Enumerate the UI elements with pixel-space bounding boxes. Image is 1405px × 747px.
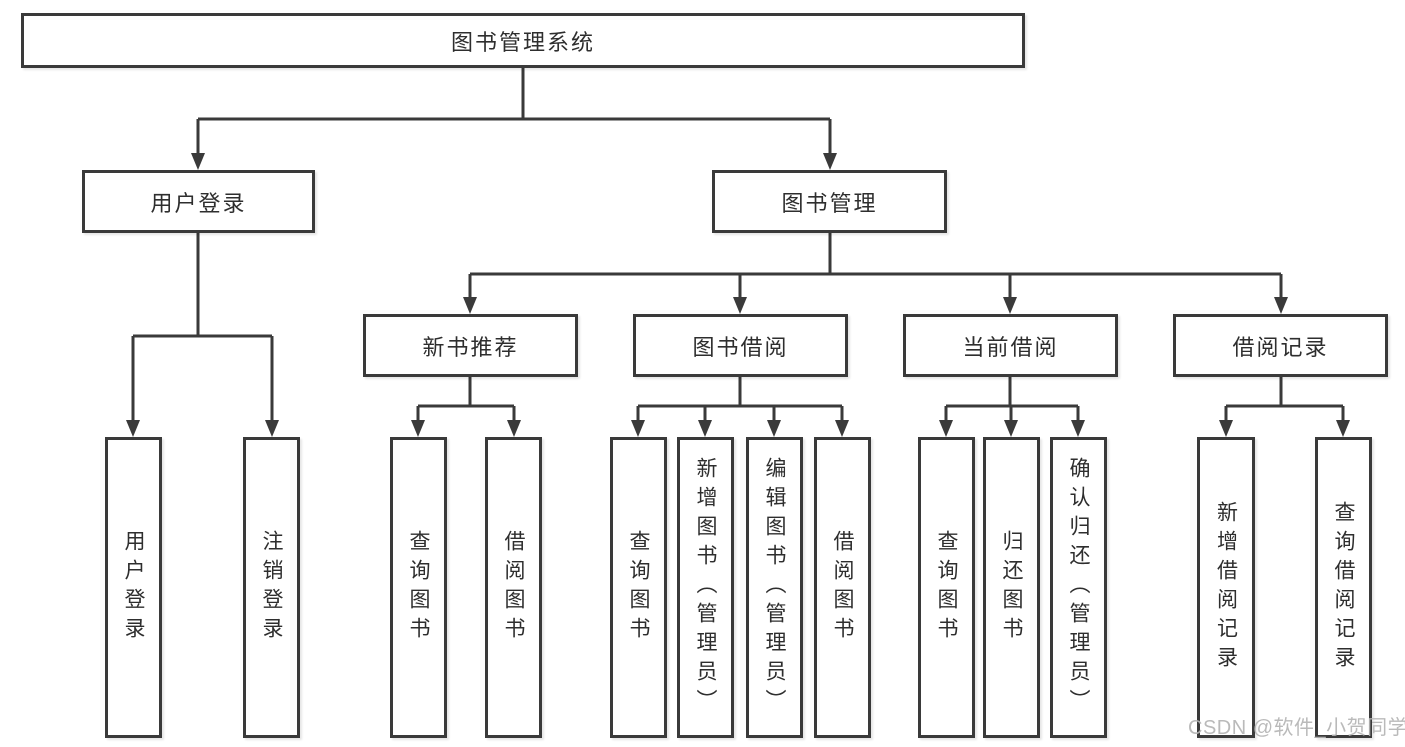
node-library-management-system: 图书管理系统 <box>21 13 1025 68</box>
leaf-confirm-return-admin: 确认归还（管理员） <box>1050 437 1107 738</box>
node-book-management: 图书管理 <box>712 170 947 233</box>
leaf-label: 用户登录 <box>122 529 145 646</box>
connector-book-management-to-level3 <box>468 233 1283 298</box>
arrowhead-icon <box>507 420 521 437</box>
csdn-watermark: CSDN @软件_小贺同学 <box>1188 717 1405 739</box>
leaf-query-books-current: 查询图书 <box>918 437 975 738</box>
connector-book-borrow-to-leaves <box>636 377 844 421</box>
leaf-query-books-borrow: 查询图书 <box>610 437 667 738</box>
arrowhead-icon <box>767 420 781 437</box>
node-user-login: 用户登录 <box>82 170 315 233</box>
leaf-label: 确认归还（管理员） <box>1067 457 1090 718</box>
leaf-query-books-recommend: 查询图书 <box>390 437 447 738</box>
node-current-borrow: 当前借阅 <box>903 314 1118 377</box>
connector-borrow-records-to-leaves <box>1224 377 1345 421</box>
arrowhead-icon <box>265 420 279 437</box>
leaf-label: 新增图书（管理员） <box>694 457 717 718</box>
leaf-label: 查询图书 <box>627 529 650 646</box>
leaf-user-login: 用户登录 <box>105 437 162 738</box>
leaf-label: 查询图书 <box>935 529 958 646</box>
arrowhead-icon <box>1003 297 1017 314</box>
arrowhead-icon <box>1004 420 1018 437</box>
arrowhead-icon <box>823 153 837 170</box>
connector-current-borrow-to-leaves <box>944 377 1080 421</box>
arrowhead-icon <box>835 420 849 437</box>
node-new-book-recommend: 新书推荐 <box>363 314 578 377</box>
arrowhead-icon <box>631 420 645 437</box>
leaf-label: 借阅图书 <box>502 529 525 646</box>
connector-new-book-recommend-to-leaves <box>416 377 516 421</box>
leaf-label: 编辑图书（管理员） <box>763 457 786 718</box>
arrowhead-icon <box>463 297 477 314</box>
leaf-edit-book-admin: 编辑图书（管理员） <box>746 437 803 738</box>
leaf-add-book-admin: 新增图书（管理员） <box>677 437 734 738</box>
arrowhead-icon <box>411 420 425 437</box>
leaf-logout: 注销登录 <box>243 437 300 738</box>
leaf-borrow-books: 借阅图书 <box>814 437 871 738</box>
arrowhead-icon <box>126 420 140 437</box>
arrowhead-icon <box>1219 420 1233 437</box>
leaf-label: 查询借阅记录 <box>1332 500 1355 675</box>
leaf-label: 新增借阅记录 <box>1214 500 1238 675</box>
leaf-label: 归还图书 <box>1000 529 1023 646</box>
arrowhead-icon <box>1274 297 1288 314</box>
node-book-borrow: 图书借阅 <box>633 314 848 377</box>
leaf-borrow-books-recommend: 借阅图书 <box>485 437 542 738</box>
leaf-label: 查询图书 <box>407 529 430 646</box>
leaf-label: 借阅图书 <box>831 529 854 646</box>
arrowhead-icon <box>698 420 712 437</box>
arrowheads <box>126 153 1350 437</box>
leaf-add-borrow-record: 新增借阅记录 <box>1197 437 1255 738</box>
leaf-query-borrow-record: 查询借阅记录 <box>1315 437 1372 738</box>
node-borrow-records: 借阅记录 <box>1173 314 1388 377</box>
leaf-label: 注销登录 <box>260 529 283 646</box>
arrowhead-icon <box>1336 420 1350 437</box>
connector-root-to-level2 <box>196 68 832 154</box>
arrowhead-icon <box>733 297 747 314</box>
arrowhead-icon <box>939 420 953 437</box>
leaf-return-book: 归还图书 <box>983 437 1040 738</box>
arrowhead-icon <box>191 153 205 170</box>
connector-user-login-to-leaves <box>131 233 274 421</box>
arrowhead-icon <box>1071 420 1085 437</box>
